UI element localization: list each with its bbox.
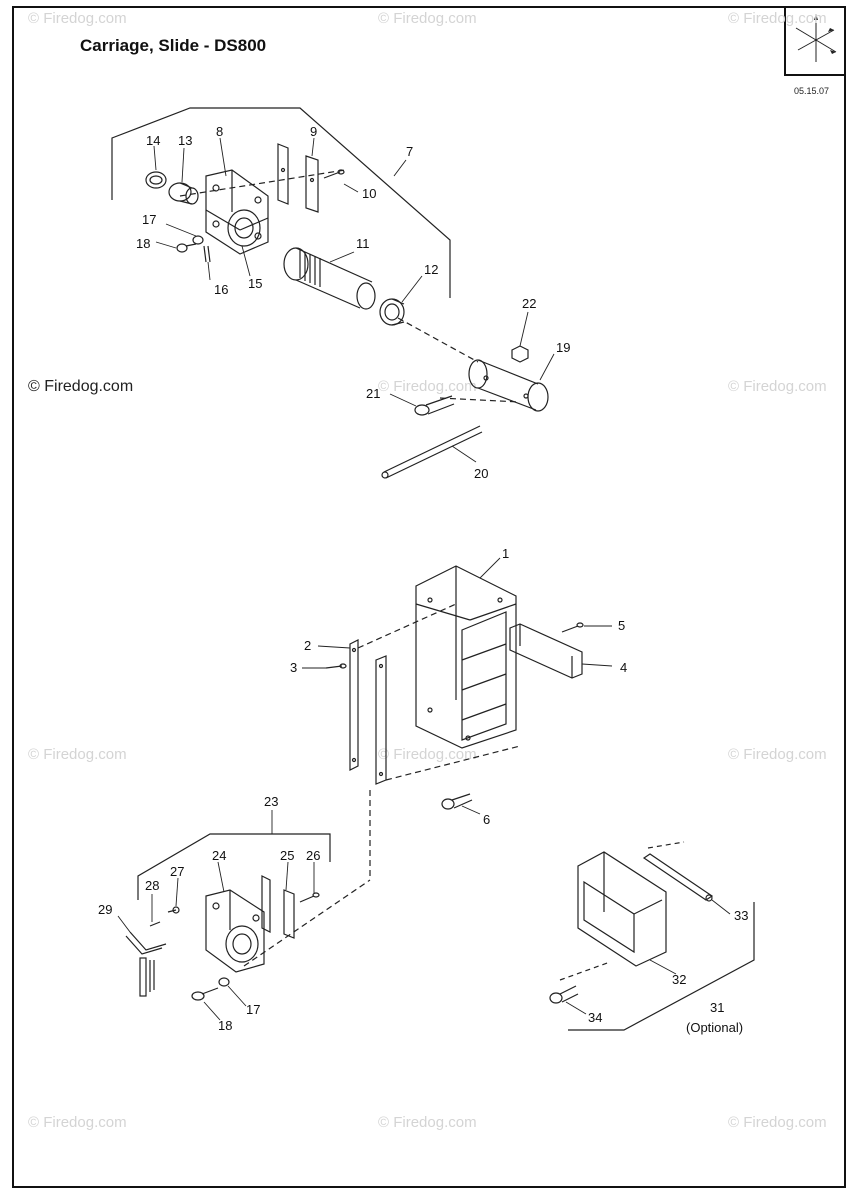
callout-29: 29 [98,902,112,917]
callout-15: 15 [248,276,262,291]
copyright-text: © Firedog.com [28,378,134,395]
callout-23: 23 [264,794,278,809]
part-1-frame [415,565,517,749]
callout-labels: 1 2 3 4 5 6 7 8 9 10 11 12 13 14 15 16 1… [98,124,748,1035]
part-24-housing [205,889,265,973]
part-34-bolt [549,985,579,1004]
callout-24: 24 [212,848,226,863]
callout-12: 12 [424,262,438,277]
part-22-nut [511,345,529,363]
callout-16: 16 [214,282,228,297]
callout-1: 1 [502,546,509,561]
callout-5: 5 [618,618,625,633]
orientation-compass-icon [795,14,837,62]
part-18-bolt-lower [191,987,219,1001]
callout-20: 20 [474,466,488,481]
part-10-screw [323,169,345,179]
callout-25: 25 [280,848,294,863]
callout-26: 26 [306,848,320,863]
part-19-tube [468,359,549,412]
bracket-line-31 [568,902,755,1031]
part-2-strips [349,639,387,785]
watermark: © Firedog.com [728,746,827,763]
part-32-housing [577,851,667,967]
centerline-optional-top [647,841,685,849]
part-18-bolt [176,243,197,253]
orientation-compass [784,6,846,76]
callout-17-lower: 17 [246,1002,260,1017]
part-6-bolt [441,793,473,810]
part-26-screw [299,892,320,903]
callout-32: 32 [672,972,686,987]
part-17-washer-lower [218,977,230,987]
part-8-housing [205,169,269,255]
part-28-bolt [149,921,161,992]
centerline-frame-bottom [385,745,521,781]
centerline-shaft [397,317,479,363]
bracket-line-7 [111,107,451,298]
part-16-pin [203,245,211,263]
callout-22: 22 [522,296,536,311]
watermark: © Firedog.com [728,378,827,395]
part-11-shaft [283,247,376,310]
watermark: © Firedog.com [728,10,827,27]
watermark: © Firedog.com [378,746,477,763]
callout-18-lower: 18 [218,1018,232,1033]
callout-8: 8 [216,124,223,139]
part-25-plates [261,875,295,939]
part-21-bolt [414,395,455,416]
watermark: © Firedog.com [378,10,477,27]
callout-34: 34 [588,1010,602,1025]
centerline-optional [559,961,611,981]
part-13-bushing [168,182,199,205]
leader-lines [117,137,731,1021]
page-title: Carriage, Slide - DS800 [80,36,267,55]
callout-2: 2 [304,638,311,653]
part-4-key [509,623,583,679]
part-27-pin [167,906,180,914]
centerline-pin [439,397,521,403]
callout-10: 10 [362,186,376,201]
callout-21: 21 [366,386,380,401]
callout-13: 13 [178,133,192,148]
drawing-sheet [12,6,846,1188]
part-33-rod [642,853,714,902]
callout-17: 17 [142,212,156,227]
callout-11: 11 [356,236,370,251]
part-20-rod [381,425,483,479]
watermark: © Firedog.com [378,378,477,395]
part-12-collar [379,298,405,326]
watermark: © Firedog.com [28,746,127,763]
part-17-washer [192,235,204,245]
centerline-upper [179,169,346,197]
callout-14: 14 [146,133,160,148]
part-5-screw [561,622,584,633]
revision-date: 05.15.07 [794,86,830,96]
centerline-lower [243,879,371,967]
callout-4: 4 [620,660,627,675]
watermark: © Firedog.com [728,1114,827,1131]
watermark: © Firedog.com [28,1114,127,1131]
watermark: © Firedog.com [28,10,127,27]
part-14-ring [145,171,167,189]
callout-7: 7 [406,144,413,159]
watermark: © Firedog.com [378,1114,477,1131]
part-14-ring-inner [149,175,163,185]
callout-27: 27 [170,864,184,879]
centerline-frame-top [357,603,457,649]
bracket-line-23 [137,833,331,900]
part-9-plates [277,143,319,213]
callout-19: 19 [556,340,570,355]
callout-6: 6 [483,812,490,827]
callout-31: 31 [710,1000,724,1015]
optional-label: (Optional) [686,1020,743,1035]
callout-3: 3 [290,660,297,675]
part-3-screw [325,663,347,669]
callout-28: 28 [145,878,159,893]
callout-33: 33 [734,908,748,923]
callout-9: 9 [310,124,317,139]
callout-18: 18 [136,236,150,251]
part-29-handle [125,931,167,997]
